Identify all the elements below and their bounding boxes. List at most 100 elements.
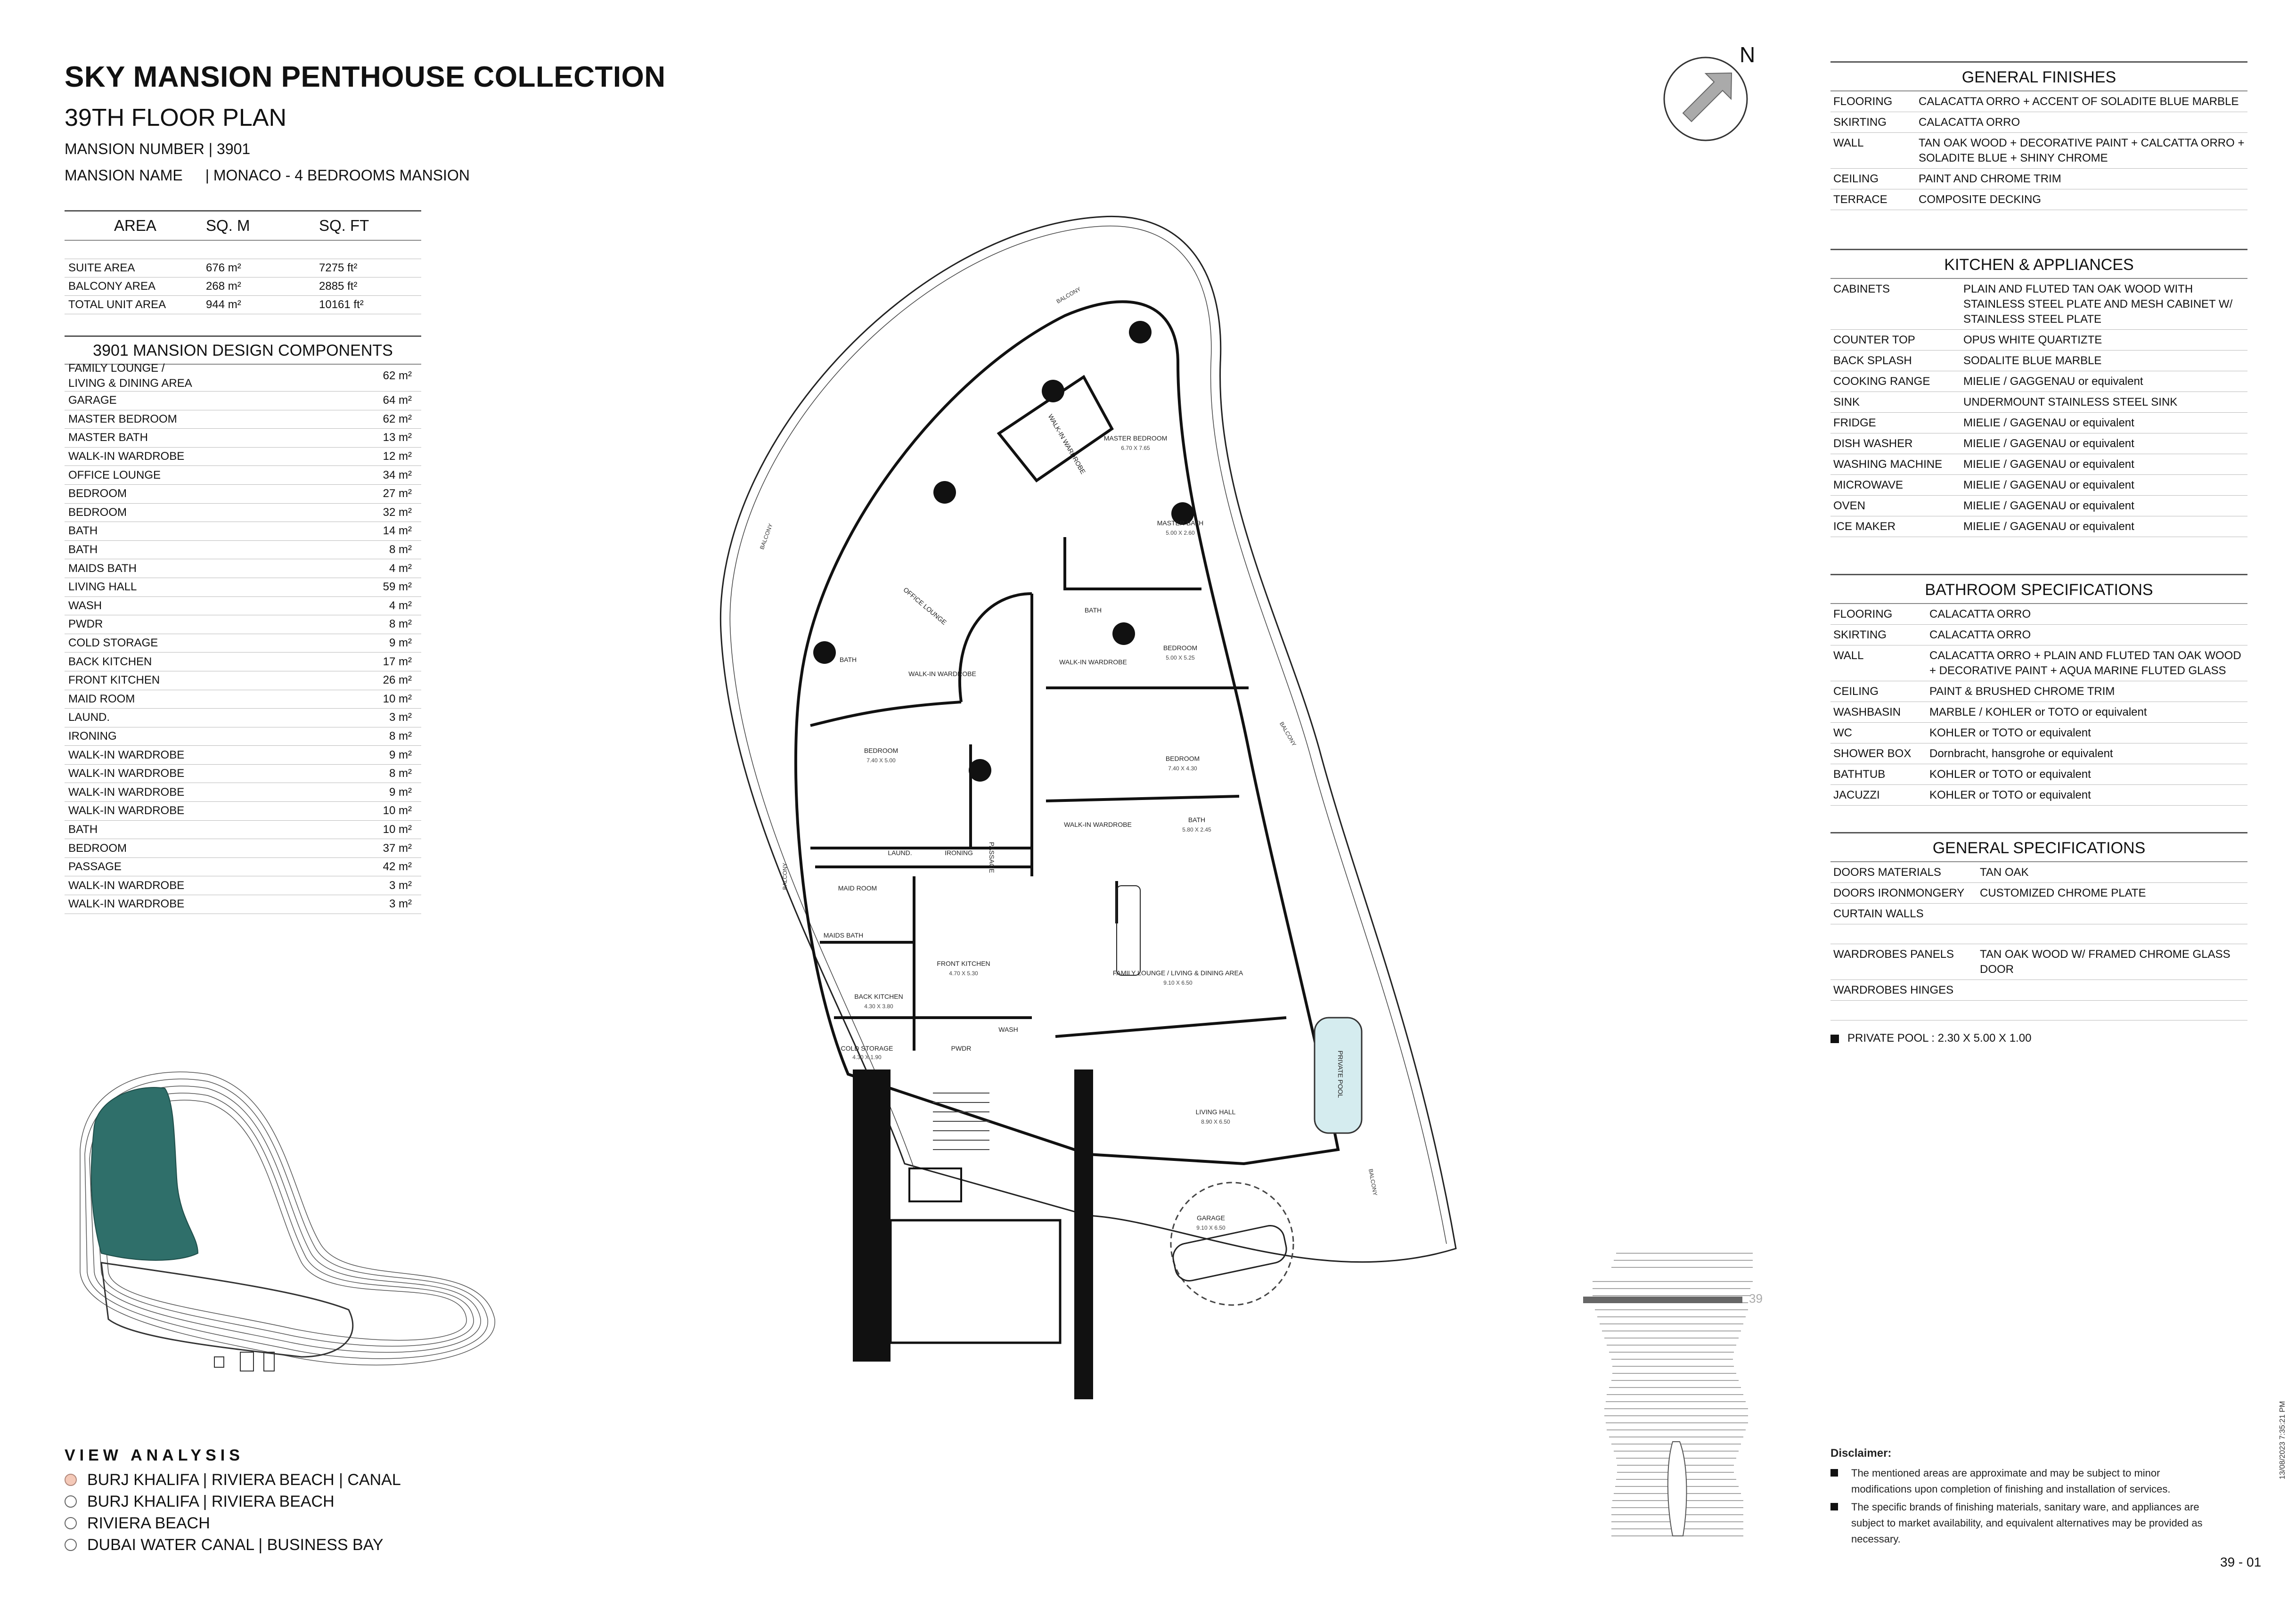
spec-key: WASHING MACHINE [1830, 454, 1961, 475]
view-option[interactable]: BURJ KHALIFA | RIVIERA BEACH [65, 1491, 401, 1512]
bathroom-title: BATHROOM SPECIFICATIONS [1830, 574, 2247, 604]
spec-key: DOORS MATERIALS [1830, 862, 1977, 883]
spec-value: MIELIE / GAGENAU or equivalent [1961, 474, 2247, 496]
component-area: 3 m² [355, 708, 421, 727]
component-name: WALK-IN WARDROBE [65, 764, 355, 784]
radio-icon[interactable] [65, 1495, 77, 1508]
pool-note: PRIVATE POOL : 2.30 X 5.00 X 1.00 [1830, 1032, 2031, 1045]
column [1171, 502, 1194, 525]
radio-icon[interactable] [65, 1539, 77, 1551]
spec-value: CALACATTA ORRO + ACCENT OF SOLADITE BLUE… [1916, 91, 2247, 112]
component-area: 8 m² [355, 764, 421, 784]
timestamp: 13/08/2023 7:35:21 PM [2279, 1401, 2287, 1479]
spec-value: UNDERMOUNT STAINLESS STEEL SINK [1961, 392, 2247, 413]
spec-value: MIELIE / GAGENAU or equivalent [1961, 516, 2247, 537]
column [1042, 380, 1064, 402]
radio-selected-icon[interactable] [65, 1474, 77, 1486]
component-name: LIVING HALL [65, 578, 355, 597]
mansion-name-label: MANSION NAME [65, 167, 183, 184]
spec-value: TAN OAK WOOD + DECORATIVE PAINT + CALCAT… [1916, 132, 2247, 169]
view-option[interactable]: BURJ KHALIFA | RIVIERA BEACH | CANAL [65, 1469, 401, 1491]
room-label: BEDROOM [1166, 755, 1200, 762]
bullet-square-icon [1830, 1503, 1838, 1510]
spec-key: SHOWER BOX [1830, 743, 1927, 764]
floor-plan: MASTER BEDROOM 6.70 X 7.65 MASTER BATH 5… [719, 215, 1457, 1399]
component-name: BATH [65, 522, 355, 541]
column [933, 481, 956, 504]
components-title: 3901 MANSION DESIGN COMPONENTS [65, 335, 421, 365]
spec-value [1977, 903, 2247, 924]
balcony-label: BALCONY [1055, 286, 1082, 305]
mansion-name-value: | MONACO - 4 BEDROOMS MANSION [205, 167, 470, 184]
table-row: BALCONY AREA 268 m² 2885 ft² [65, 277, 421, 296]
room-label: FRONT KITCHEN [937, 960, 990, 967]
mansion-number: MANSION NUMBER | 3901 [65, 140, 251, 157]
component-name: BACK KITCHEN [65, 652, 355, 671]
spec-value: MIELIE / GAGENAU or equivalent [1961, 454, 2247, 475]
spec-key: BATHTUB [1830, 764, 1927, 785]
component-area: 59 m² [355, 578, 421, 597]
sqft-header: SQ. FT [319, 210, 421, 241]
component-area: 32 m² [355, 503, 421, 522]
area-table: AREA SQ. M SQ. FT SUITE AREA 676 m² 7275… [65, 210, 421, 314]
disclaimer-heading: Disclaimer: [1830, 1447, 1892, 1460]
component-area: 10 m² [355, 820, 421, 840]
component-area: 3 m² [355, 895, 421, 914]
room-label: WALK-IN WARDROBE [1064, 821, 1132, 828]
room-dim: 6.70 X 7.65 [1121, 445, 1150, 451]
component-area: 13 m² [355, 428, 421, 448]
component-name: FRONT KITCHEN [65, 671, 355, 690]
component-name: BEDROOM [65, 839, 355, 858]
spec-key: COUNTER TOP [1830, 329, 1961, 351]
component-area: 8 m² [355, 540, 421, 560]
component-area: 12 m² [355, 447, 421, 466]
page-title: SKY MANSION PENTHOUSE COLLECTION [65, 61, 666, 93]
disclaimer-item: The mentioned areas are approximate and … [1830, 1465, 2222, 1497]
radio-icon[interactable] [65, 1517, 77, 1529]
floor-plan-subtitle: 39TH FLOOR PLAN [65, 104, 287, 131]
component-name: OFFICE LOUNGE [65, 465, 355, 485]
room-dim: 5.80 X 2.45 [1182, 826, 1211, 833]
spec-key [1830, 1000, 1977, 1020]
spec-key: MICROWAVE [1830, 474, 1961, 496]
component-name: IRONING [65, 727, 355, 746]
component-name: WALK-IN WARDROBE [65, 447, 355, 466]
view-analysis-title: VIEW ANALYSIS [65, 1446, 244, 1464]
component-area: 8 m² [355, 727, 421, 746]
room-label: MAID ROOM [838, 884, 877, 892]
balcony-label: BALCONY [1367, 1168, 1379, 1196]
spec-key: TERRACE [1830, 189, 1916, 210]
spec-row [1830, 1000, 2247, 1020]
room-label: WALK-IN WARDROBE [1059, 658, 1127, 666]
spec-value [1977, 1000, 2247, 1020]
bullet-square-icon [1830, 1469, 1838, 1477]
sqm-header: SQ. M [206, 210, 319, 241]
component-area: 62 m² [355, 410, 421, 429]
spec-key: OVEN [1830, 495, 1961, 516]
view-option[interactable]: RIVIERA BEACH [65, 1512, 401, 1534]
spec-value: MIELIE / GAGENAU or equivalent [1961, 433, 2247, 454]
view-option[interactable]: DUBAI WATER CANAL | BUSINESS BAY [65, 1534, 401, 1556]
component-name: WASH [65, 596, 355, 616]
